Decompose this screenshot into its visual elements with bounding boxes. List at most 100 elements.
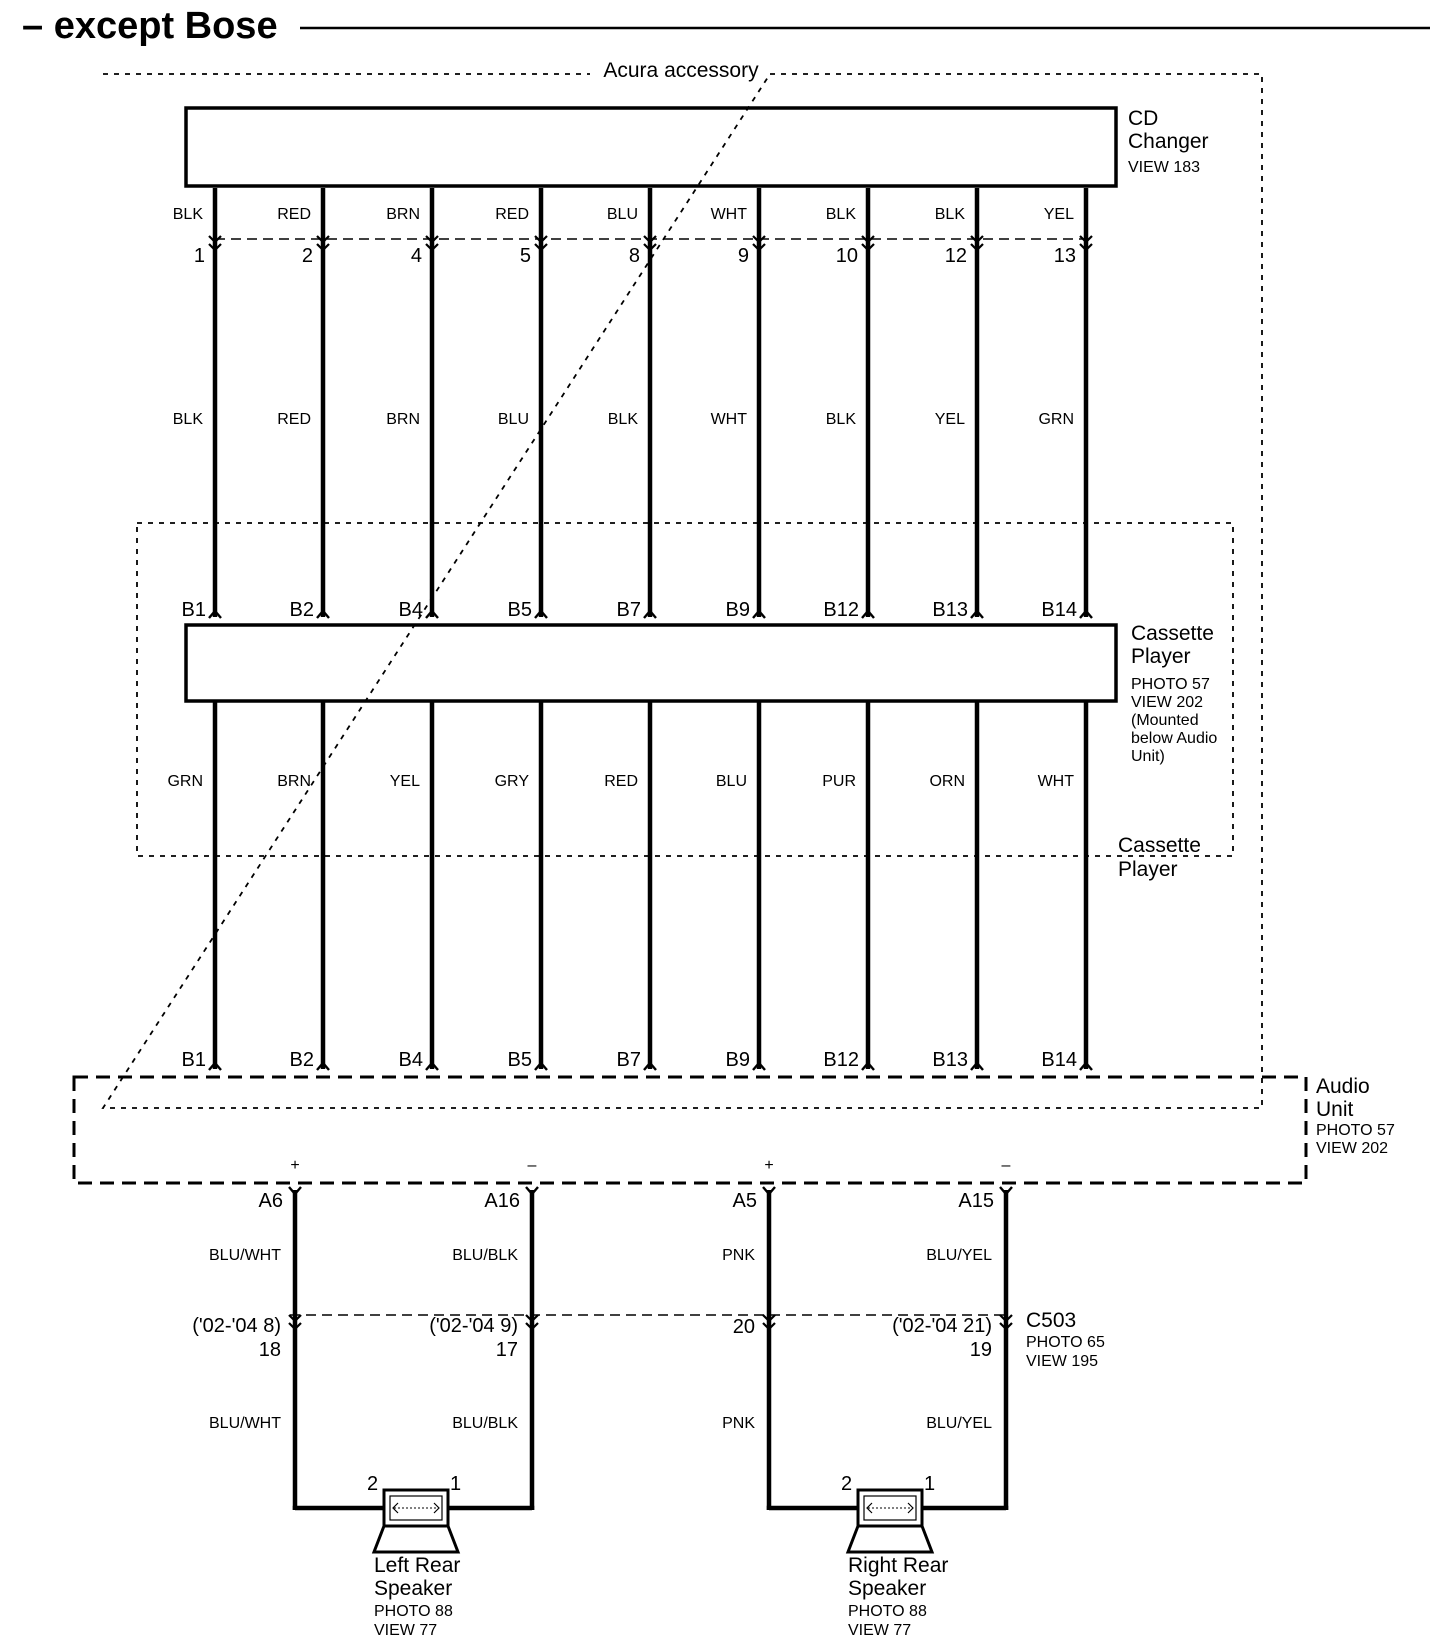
cd-changer-pin-mark [425,235,439,252]
right-speaker-photo: PHOTO 88 [848,1603,927,1620]
audio-unit-output-pin-label: A6 [259,1190,283,1212]
c503-pin-label: 19 [970,1339,992,1361]
c503-pin-mark [288,1314,302,1331]
wire-color-label: BRN [277,773,311,790]
wire-color-label: GRN [167,773,203,790]
c503-pin-alt-label: ('02-'04 21) [892,1315,992,1337]
polarity-label: + [764,1157,773,1174]
cd-changer-pin-mark [970,235,984,252]
wire-color-label: BLU [716,773,747,790]
right-speaker-name-2: Speaker [848,1577,926,1600]
wire-color-label: BLK [826,206,857,223]
audio-unit-pin-label: B12 [823,1049,859,1071]
c503-pin-mark [525,1314,539,1331]
audio-unit-name-2: Unit [1316,1098,1354,1121]
wire-color-label: PNK [722,1247,755,1264]
cassette-pin-label: B2 [290,599,314,621]
cd-changer-pin-label: 2 [302,245,313,267]
cassette-pin-label: B7 [617,599,641,621]
cd-changer-pin-label: 9 [738,245,749,267]
wire-color-label: BRN [386,411,420,428]
c503-pin-alt-label: ('02-'04 9) [429,1315,518,1337]
audio-unit-view: VIEW 202 [1316,1140,1388,1157]
cd-changer-pin-mark [534,235,548,252]
audio-unit-photo: PHOTO 57 [1316,1122,1395,1139]
cd-changer-box [184,106,1118,188]
cassette-pin-mark [316,609,330,619]
audio-unit-pin-label: B4 [399,1049,423,1071]
audio-unit-pin-label: B13 [932,1049,968,1071]
wire-color-label: BRN [386,206,420,223]
audio-unit-name-1: Audio [1316,1075,1370,1098]
audio-unit-pin-mark [534,1061,548,1071]
cassette-pin-mark [534,609,548,619]
wire-color-label: BLU/YEL [926,1415,992,1432]
cd-changer-pin-label: 12 [945,245,967,267]
wire-color-label: BLU/YEL [926,1247,992,1264]
audio-unit-pin-mark [861,1061,875,1071]
cassette-pin-label: B12 [823,599,859,621]
c503-pin-alt-label: ('02-'04 8) [192,1315,281,1337]
cassette-player-note-1: (Mounted [1131,712,1199,729]
cd-changer-view: VIEW 183 [1128,159,1200,176]
left-speaker-name-1: Left Rear [374,1554,460,1577]
c503-name: C503 [1026,1309,1076,1332]
cd-changer-pin-label: 5 [520,245,531,267]
cd-changer-pin-mark [316,235,330,252]
c503-pin-mark [999,1314,1013,1331]
wire-color-label: GRN [1038,411,1074,428]
wire-color-label: YEL [390,773,420,790]
cd-changer-pin-label: 4 [411,245,422,267]
cassette-player-photo: PHOTO 57 [1131,676,1210,693]
audio-unit-pin-mark [208,1061,222,1071]
audio-unit-pin-label: B9 [726,1049,750,1071]
audio-unit-output-pin-label: A15 [958,1190,994,1212]
audio-unit-pin-mark [316,1061,330,1071]
wire-color-label: YEL [1044,206,1074,223]
wire-color-label: BLK [935,206,966,223]
acura-accessory-label: Acura accessory [603,59,759,82]
cassette-player-box [184,623,1118,703]
cassette-pin-label: B4 [399,599,423,621]
left-speaker-pin-1: 1 [450,1473,461,1495]
diagram-title: – except Bose [22,5,278,47]
cd-changer-pin-mark [861,235,875,252]
wire-color-label: BLU/BLK [452,1247,518,1264]
cassette-pin-label: B13 [932,599,968,621]
cassette-pin-label: B5 [508,599,532,621]
wire-color-label: RED [277,411,311,428]
speaker-terminal-wire [766,1505,1009,1511]
audio-unit-pin-label: B1 [182,1049,206,1071]
audio-unit-pin-mark [1079,1061,1093,1071]
wire-color-label: BLK [173,411,204,428]
wire-color-label: BLK [826,411,857,428]
cassette-pin-label: B9 [726,599,750,621]
audio-unit-pin-mark [752,1061,766,1071]
audio-unit-pin-label: B7 [617,1049,641,1071]
cassette-pin-mark [752,609,766,619]
c503-photo: PHOTO 65 [1026,1334,1105,1351]
cassette-pin-mark [861,609,875,619]
cd-changer-pin-label: 10 [836,245,858,267]
left-speaker-photo: PHOTO 88 [374,1603,453,1620]
wire-color-label: BLK [173,206,204,223]
wire-color-label: PNK [722,1415,755,1432]
wire-color-label: RED [277,206,311,223]
c503-pin-label: 20 [733,1316,755,1338]
audio-unit-output-pin-label: A16 [484,1190,520,1212]
cd-changer-pin-mark [752,235,766,252]
cd-changer-name-1: CD [1128,107,1158,130]
cassette-player-note-3: Unit) [1131,748,1165,765]
cassette-pin-label: B14 [1041,599,1077,621]
polarity-label: – [528,1157,537,1174]
wire-color-label: RED [604,773,638,790]
acura-accessory-group-box [101,73,1263,1109]
wire-color-label: WHT [1038,773,1075,790]
cd-changer-pin-mark [1079,235,1093,252]
right-rear-speaker: Right Rear Speaker PHOTO 88 VIEW 77 2 1 [841,1473,948,1639]
cd-changer-pin-label: 13 [1054,245,1076,267]
wire-color-label: BLU/BLK [452,1415,518,1432]
c503-pin-label: 18 [259,1339,281,1361]
right-speaker-name-1: Right Rear [848,1554,948,1577]
